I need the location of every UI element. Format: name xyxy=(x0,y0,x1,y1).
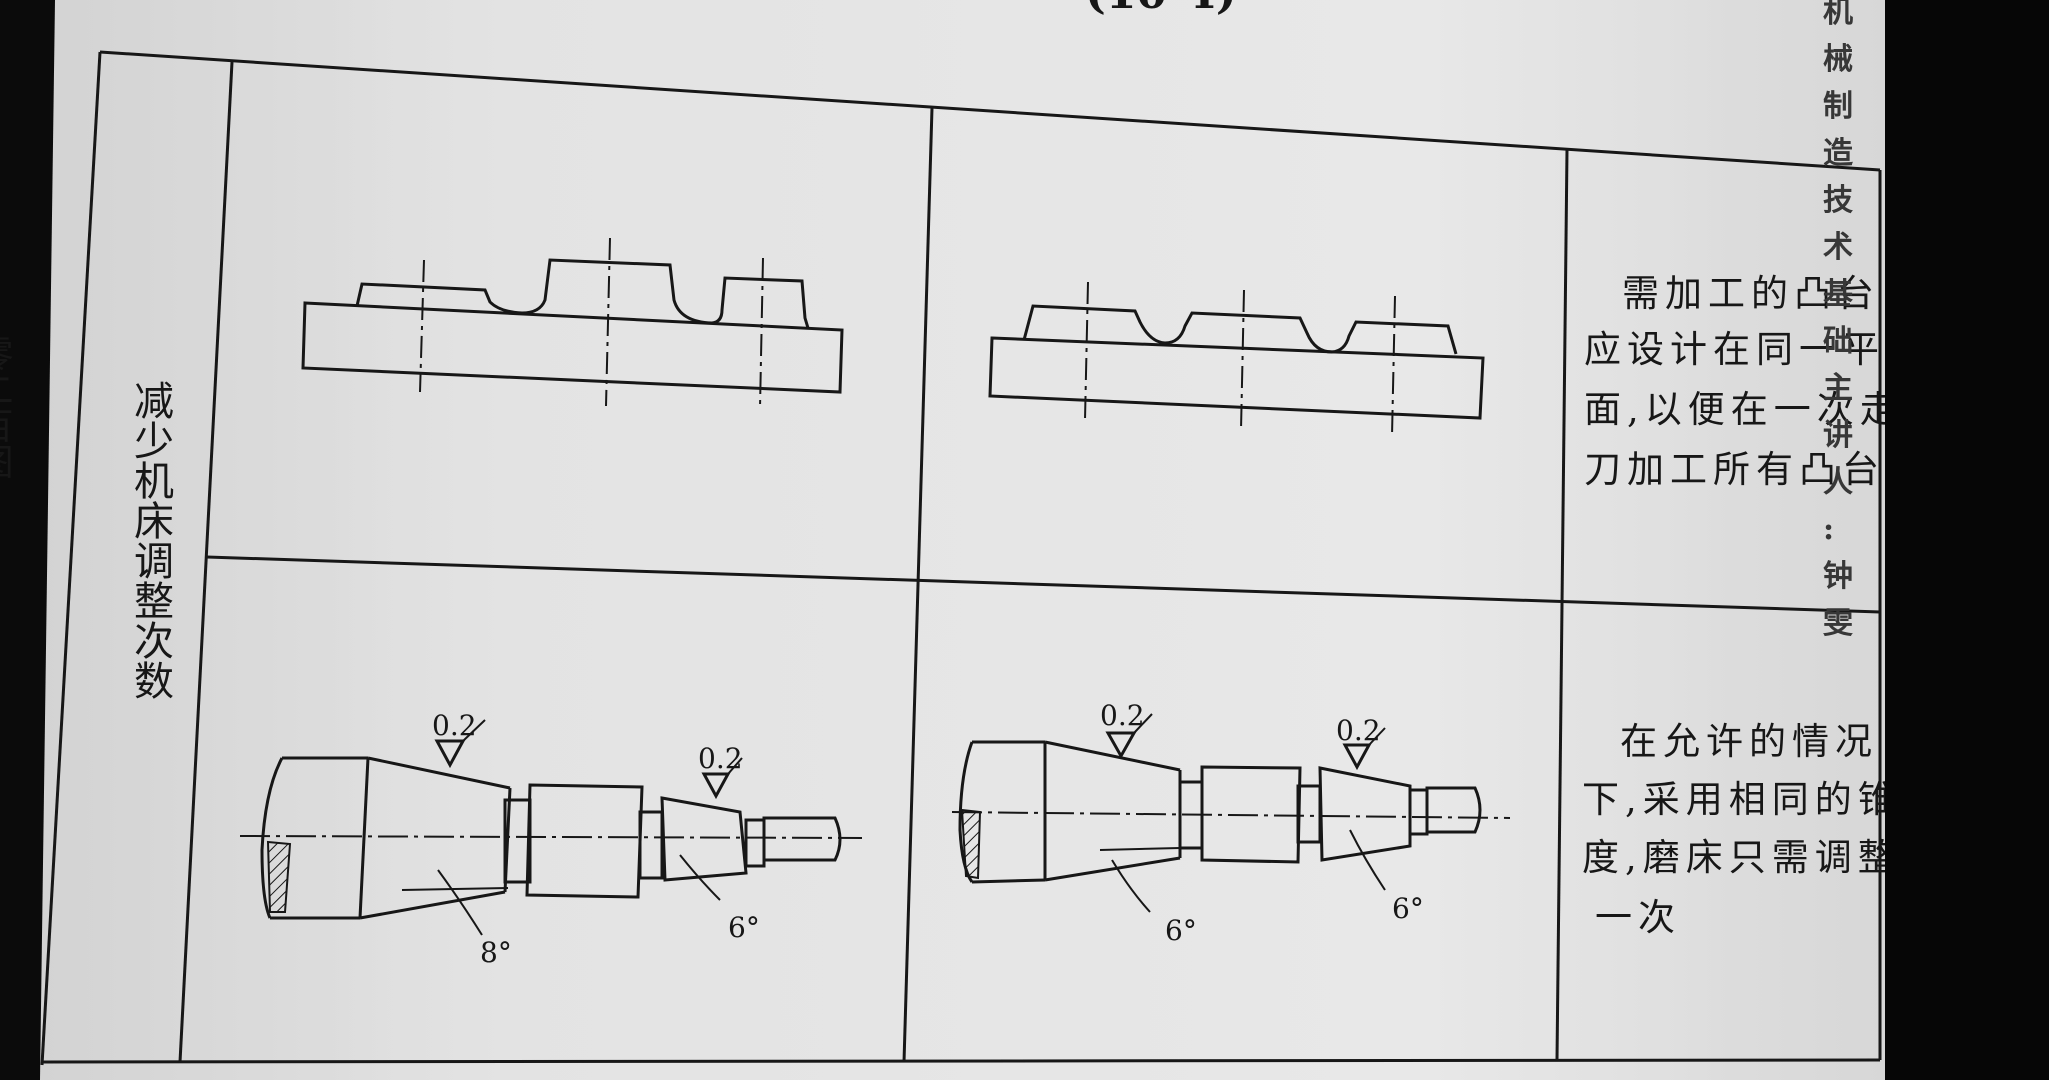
svg-text:减少机床调整次数: 减少机床调整次数 xyxy=(127,380,173,700)
row-label: 减少机床调整次数 xyxy=(127,380,173,700)
spine-char: 主 xyxy=(1823,371,1853,406)
svg-text:0.2: 0.2 xyxy=(1336,714,1381,747)
shaft-left-dims: 0.2 0.2 8° 6° xyxy=(432,709,760,969)
svg-text:6°: 6° xyxy=(1165,914,1197,947)
svg-text:6°: 6° xyxy=(728,911,760,944)
spine-char: 技 xyxy=(1823,183,1853,218)
svg-text:8°: 8° xyxy=(480,936,512,969)
spine-char: 础 xyxy=(1823,324,1853,359)
svg-text:下,采用相同的锥: 下,采用相同的锥 xyxy=(1582,778,1901,821)
svg-text:一次: 一次 xyxy=(1595,896,1681,939)
spine-char: 术 xyxy=(1823,230,1853,265)
header-title: (10-4) xyxy=(1085,0,1237,19)
svg-text:面,以便在一次走: 面,以便在一次走 xyxy=(1584,388,1903,431)
spine-char: 造 xyxy=(1823,136,1853,171)
spine-char: 基 xyxy=(1823,277,1853,312)
boss-drawing-poor xyxy=(301,237,844,409)
svg-text:应设计在同一平: 应设计在同一平 xyxy=(1584,328,1885,371)
spine-char: 雯 xyxy=(1823,606,1853,641)
spine-char: 机 xyxy=(1823,0,1853,30)
spine-char: 械 xyxy=(1823,42,1853,77)
table-frame xyxy=(40,50,1882,1066)
row2-note: 在允许的情况 下,采用相同的锥 度,磨床只需调整 一次 xyxy=(1582,720,1901,939)
svg-text:0.2: 0.2 xyxy=(698,742,743,775)
svg-text:0.2: 0.2 xyxy=(1100,699,1145,732)
row1-note: 需加工的凸台 应设计在同一平 面,以便在一次走 刀加工所有凸台 xyxy=(1584,272,1903,491)
paper-sheet xyxy=(40,0,1885,1080)
left-edge-text: 零二百图 xyxy=(0,335,13,479)
boss-drawing-good xyxy=(988,281,1485,437)
svg-text:6°: 6° xyxy=(1392,892,1424,925)
shaft-drawing-good xyxy=(951,713,1511,913)
spine-char: 人 xyxy=(1823,465,1853,500)
svg-text:零二百图: 零二百图 xyxy=(0,335,13,479)
svg-text:需加工的凸台: 需加工的凸台 xyxy=(1622,272,1880,315)
svg-text:在允许的情况: 在允许的情况 xyxy=(1620,720,1878,763)
svg-text:刀加工所有凸台: 刀加工所有凸台 xyxy=(1584,448,1885,491)
shaft-right-dims: 0.2 0.2 6° 6° xyxy=(1100,699,1424,947)
svg-text:0.2: 0.2 xyxy=(432,709,477,742)
dark-margin xyxy=(1885,0,2049,1080)
spine-char: : xyxy=(1823,512,1834,547)
shaft-drawing-poor xyxy=(239,719,863,936)
svg-text:度,磨床只需调整: 度,磨床只需调整 xyxy=(1582,836,1901,879)
spine-char: 制 xyxy=(1823,89,1853,124)
spine-char: 钟 xyxy=(1823,559,1853,594)
spine-char: 讲 xyxy=(1823,418,1853,453)
